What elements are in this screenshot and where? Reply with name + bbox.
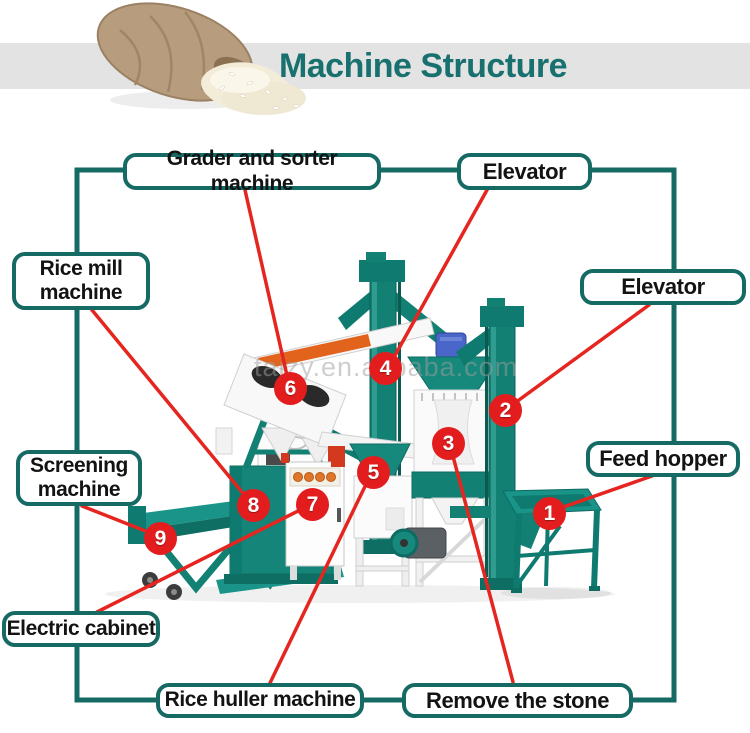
callout-2: 2 bbox=[489, 394, 522, 427]
label-elevator-right: Elevator bbox=[580, 269, 746, 305]
callout-1: 1 bbox=[533, 497, 566, 530]
callout-4: 4 bbox=[369, 352, 402, 385]
label-rice-huller: Rice huller machine bbox=[156, 683, 364, 718]
callout-3: 3 bbox=[432, 427, 465, 460]
label-electric-cabinet: Electric cabinet bbox=[2, 611, 160, 647]
callout-9: 9 bbox=[144, 522, 177, 555]
label-elevator-top: Elevator bbox=[457, 153, 592, 190]
rice-sack-image bbox=[96, 2, 306, 115]
callout-8: 8 bbox=[237, 489, 270, 522]
page-title: Machine Structure bbox=[278, 46, 568, 85]
elevator-column-right-art bbox=[450, 298, 524, 590]
callout-5: 5 bbox=[357, 456, 390, 489]
label-rice-mill: Rice mill machine bbox=[12, 252, 150, 310]
callout-6: 6 bbox=[274, 372, 307, 405]
label-remove-stone: Remove the stone bbox=[402, 683, 633, 718]
label-screening: Screening machine bbox=[16, 450, 142, 506]
red-leader-lines bbox=[80, 188, 654, 685]
callout-7: 7 bbox=[296, 488, 329, 521]
label-grader-sorter: Grader and sorter machine bbox=[123, 147, 381, 195]
label-feed-hopper: Feed hopper bbox=[586, 441, 740, 477]
diagram-frame bbox=[74, 167, 677, 703]
